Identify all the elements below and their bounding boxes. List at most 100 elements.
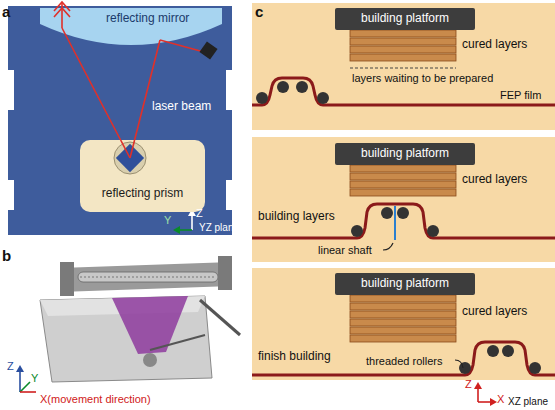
roller — [397, 207, 409, 219]
axis-name: X — [497, 393, 504, 405]
cured-layer — [350, 311, 456, 318]
resin-ground — [252, 137, 555, 262]
axis — [478, 401, 492, 403]
roller — [351, 225, 363, 237]
arm — [150, 335, 205, 350]
cured-layer — [350, 165, 456, 172]
platform-box: building platform — [335, 143, 475, 165]
axis-name: Z — [196, 207, 203, 219]
plane-name: XZ plane — [508, 396, 548, 407]
linear-shaft — [394, 206, 396, 240]
resin-ground — [252, 3, 555, 130]
cured-layer — [350, 30, 456, 37]
part-name: building layers — [258, 210, 335, 223]
axis — [19, 370, 21, 392]
bracket — [60, 262, 74, 296]
part-name: threaded rollers — [366, 355, 442, 367]
node-text: building platform — [361, 12, 449, 25]
axis-head — [474, 382, 482, 389]
axis — [178, 229, 192, 231]
roller — [381, 207, 393, 219]
node-text: building platform — [361, 147, 449, 160]
vat-body — [40, 296, 212, 382]
axis-name: Z — [7, 360, 14, 372]
beam-arrow — [54, 8, 70, 17]
housing-notch — [226, 180, 232, 210]
platform-box: building platform — [335, 8, 475, 30]
axis — [191, 214, 193, 230]
housing-notch — [8, 70, 14, 110]
beam-arrow — [54, 2, 70, 11]
axis-head — [16, 365, 24, 372]
part-name: cured layers — [462, 305, 527, 318]
node-text: reflecting prism — [80, 187, 205, 200]
back-plate — [60, 262, 232, 292]
fep-film — [252, 342, 555, 375]
cured-layer — [350, 295, 456, 302]
dashed-line — [350, 68, 456, 69]
laser-beam — [121, 140, 130, 158]
axis-name: Y — [31, 372, 38, 384]
axis-name: X(movement direction) — [40, 393, 151, 405]
axis-head — [490, 398, 497, 406]
cured-layer — [350, 38, 456, 45]
axis — [20, 391, 36, 393]
laser-beam — [61, 2, 63, 28]
roller — [529, 362, 541, 374]
part-name: FEP film — [500, 89, 541, 101]
laser-beam — [62, 28, 121, 140]
thread — [80, 277, 216, 278]
cured-layer — [350, 46, 456, 53]
fep-film — [252, 204, 555, 238]
prism-box: reflecting prism — [80, 140, 205, 212]
laser-beam — [160, 40, 204, 52]
platform-box: building platform — [335, 273, 475, 295]
node-text: building platform — [361, 277, 449, 290]
plane-name: YZ plane — [199, 222, 239, 233]
cured-layer — [350, 335, 456, 342]
resin-ground — [252, 268, 555, 380]
bracket — [218, 256, 232, 290]
housing-notch — [8, 180, 14, 210]
part-name: cured layers — [462, 173, 527, 186]
cured-layer — [350, 54, 456, 61]
panel-letter: b — [2, 248, 11, 265]
laser-source — [199, 41, 217, 59]
part-name: linear shaft — [318, 244, 372, 256]
cured-layer — [350, 327, 456, 334]
part-name: layers waiting to be prepared — [352, 72, 493, 84]
arm — [200, 300, 240, 335]
laser-plane — [112, 296, 188, 354]
cured-layer — [350, 181, 456, 188]
cured-layer — [350, 173, 456, 180]
housing-notch — [226, 70, 232, 110]
laser-beam — [130, 140, 135, 158]
housing — [8, 6, 232, 235]
axis-head — [173, 226, 180, 234]
part-name: finish building — [258, 350, 331, 363]
roller — [487, 345, 499, 357]
motor — [143, 353, 157, 367]
roller — [296, 81, 308, 93]
cured-layer — [350, 319, 456, 326]
axis — [20, 382, 30, 392]
laser-beam — [135, 40, 160, 140]
axis-name: Y — [164, 214, 171, 226]
part-name: cured layers — [462, 38, 527, 51]
cured-layer — [350, 189, 456, 196]
roller — [277, 81, 289, 93]
roller — [502, 345, 514, 357]
rail — [78, 272, 218, 282]
roller — [256, 92, 268, 104]
part-name: reflecting mirror — [106, 12, 189, 25]
panel-letter: c — [255, 4, 263, 21]
roller — [427, 225, 439, 237]
leader — [383, 243, 393, 250]
leader — [455, 360, 463, 368]
roller — [317, 92, 329, 104]
part-name: laser beam — [152, 100, 211, 113]
axis — [477, 387, 479, 402]
panel-letter: a — [2, 4, 10, 21]
cured-layer — [350, 303, 456, 310]
roller — [459, 362, 471, 374]
